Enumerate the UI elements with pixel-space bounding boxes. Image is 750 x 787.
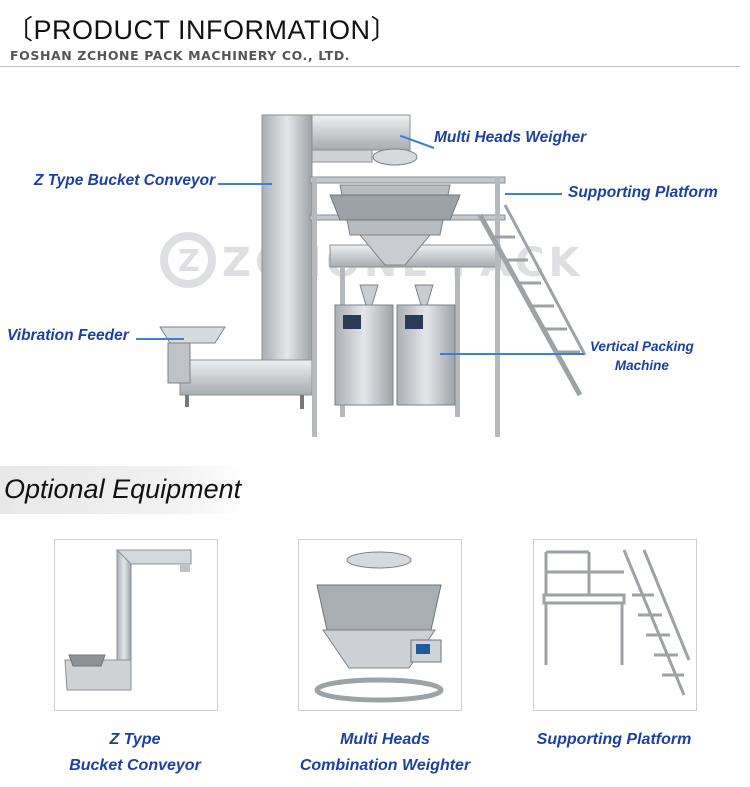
supporting-platform-image xyxy=(542,549,691,696)
multihead-weigher-image xyxy=(314,551,444,703)
caption-bucket-conveyor: Z Type Bucket Conveyor xyxy=(54,727,216,779)
thumb-multihead-weigher xyxy=(298,539,462,711)
packing-system-drawing: Z ZCHONE PACK xyxy=(159,114,587,437)
header-divider xyxy=(0,66,740,67)
caption-supporting-platform: Supporting Platform xyxy=(523,727,705,753)
label-supporting-platform: Supporting Platform xyxy=(568,184,718,201)
caption-multihead-line1: Multi Heads xyxy=(340,731,430,748)
caption-bucket-conveyor-line1: Z Type xyxy=(109,731,161,748)
svg-text:Z: Z xyxy=(178,244,200,279)
caption-bucket-conveyor-line2: Bucket Conveyor xyxy=(69,757,201,774)
optional-equipment-banner xyxy=(0,466,245,514)
caption-platform-line1: Supporting Platform xyxy=(536,731,692,748)
optional-equipment-heading: Optional Equipment xyxy=(4,474,242,504)
bucket-conveyor-image xyxy=(64,549,192,691)
leader-conveyor xyxy=(218,183,272,185)
leader-feeder xyxy=(136,338,184,340)
label-vibration-feeder: Vibration Feeder xyxy=(7,327,129,344)
page-title: 〔PRODUCT INFORMATION〕 xyxy=(6,15,398,45)
label-vertical-packing-line1: Vertical Packing xyxy=(590,339,694,354)
label-z-type-bucket-conveyor: Z Type Bucket Conveyor xyxy=(34,172,216,189)
label-vertical-packing-machine: Vertical Packing Machine xyxy=(590,337,694,375)
packing-system-illustration: Z ZCHONE PACK xyxy=(0,95,750,455)
label-multi-heads-weigher: Multi Heads Weigher xyxy=(434,129,587,146)
company-name: FOSHAN ZCHONE PACK MACHINERY CO., LTD. xyxy=(10,48,351,63)
thumb-supporting-platform xyxy=(533,539,697,711)
leader-platform xyxy=(505,193,562,195)
label-vertical-packing-line2: Machine xyxy=(614,358,669,373)
leader-packing-machine xyxy=(440,353,584,355)
thumb-bucket-conveyor xyxy=(54,539,218,711)
caption-multihead-weigher: Multi Heads Combination Weighter xyxy=(285,727,485,779)
caption-multihead-line2: Combination Weighter xyxy=(299,757,471,774)
